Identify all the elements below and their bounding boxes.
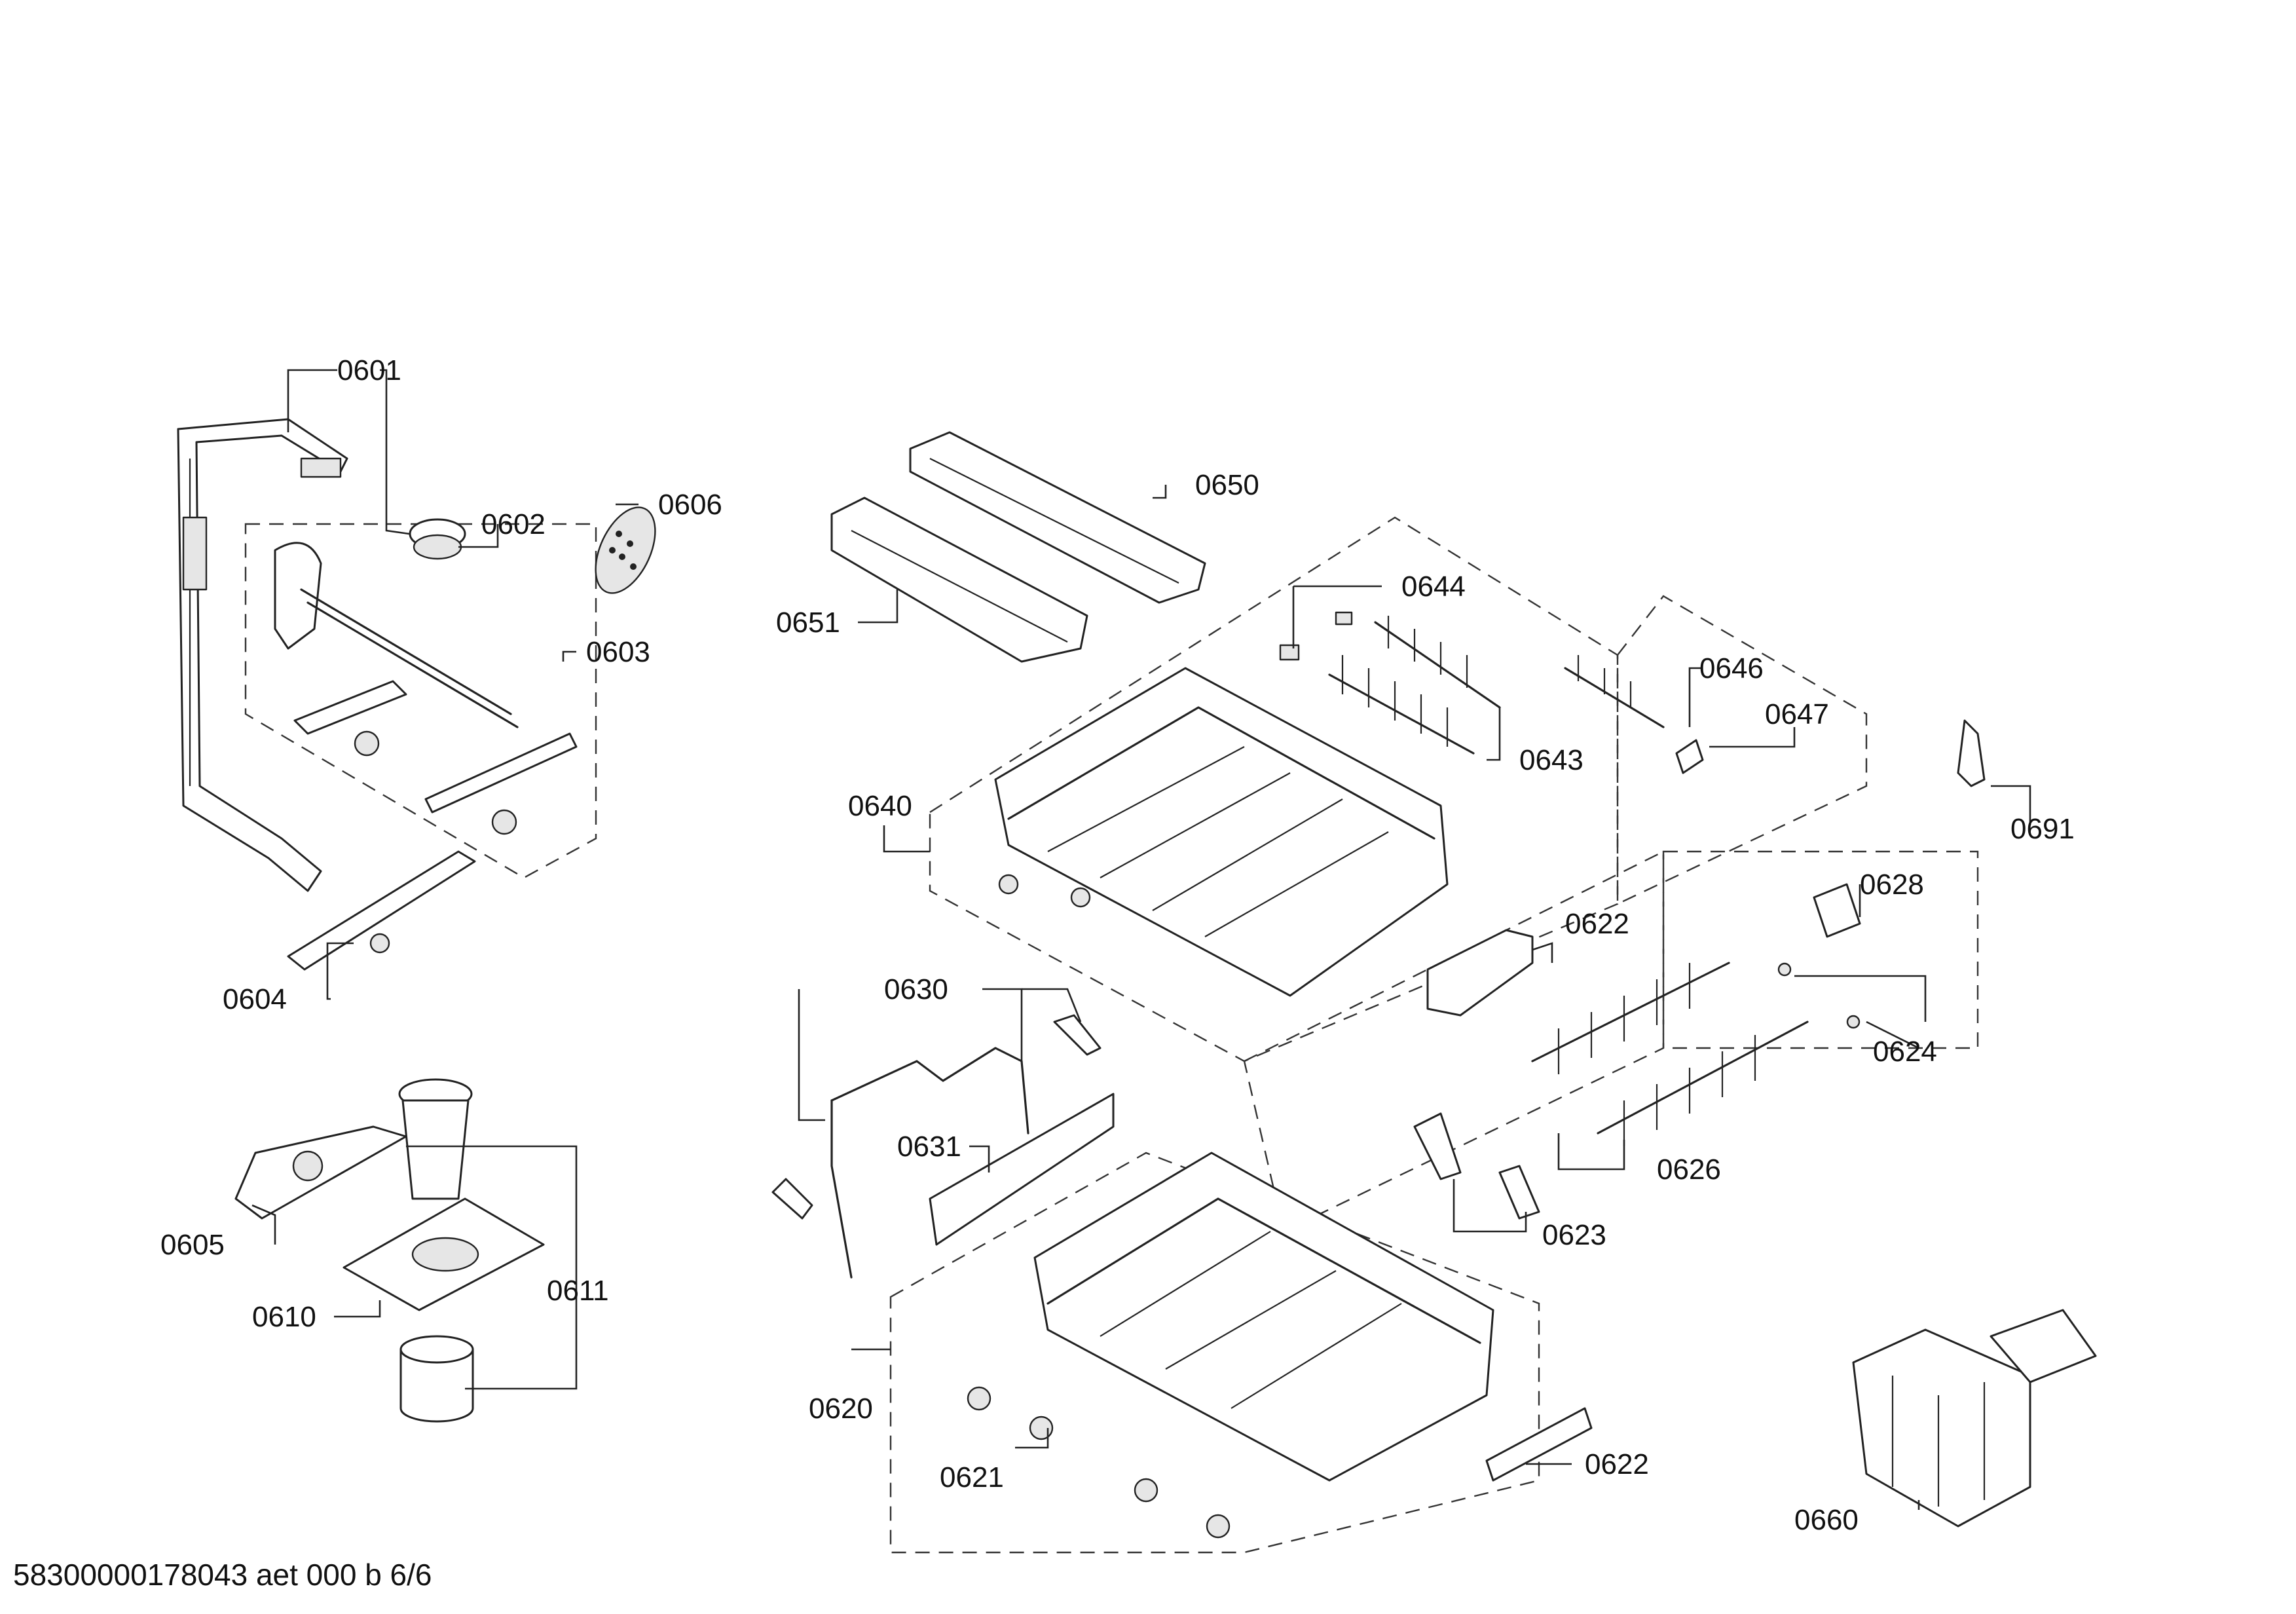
label-0647: 0647 bbox=[1765, 698, 1829, 730]
label-0631: 0631 bbox=[897, 1131, 961, 1163]
side-rails-0630-0631 bbox=[771, 1014, 1115, 1279]
label-0622-upper: 0622 bbox=[1565, 908, 1629, 940]
group-outlines bbox=[244, 516, 1979, 1554]
leader-lines bbox=[251, 369, 2031, 1510]
label-0603: 0603 bbox=[586, 636, 650, 668]
label-0601: 0601 bbox=[337, 354, 401, 386]
label-0604: 0604 bbox=[223, 983, 287, 1015]
wheels-0621 bbox=[967, 1386, 1231, 1539]
cutlery-basket-0660 bbox=[1852, 1309, 2097, 1528]
cutlery-trays-0650-0651 bbox=[830, 431, 1206, 663]
label-0660: 0660 bbox=[1794, 1504, 1859, 1536]
spray-arm-assembly-0603 bbox=[274, 542, 578, 835]
label-0691: 0691 bbox=[2010, 813, 2075, 845]
connector-0602 bbox=[409, 518, 466, 560]
label-0644: 0644 bbox=[1401, 571, 1466, 603]
label-0628: 0628 bbox=[1860, 869, 1924, 901]
filter-disc-0606 bbox=[595, 506, 656, 594]
document-code: 58300000178043 aet 000 b 6/6 bbox=[13, 1558, 432, 1592]
cover-0605 bbox=[234, 1125, 407, 1220]
label-0602: 0602 bbox=[481, 508, 546, 540]
label-0623: 0623 bbox=[1542, 1219, 1606, 1251]
label-0640: 0640 bbox=[848, 790, 912, 822]
filter-cylinder-0611 bbox=[398, 1078, 474, 1423]
label-0650: 0650 bbox=[1195, 469, 1259, 501]
label-0624: 0624 bbox=[1873, 1036, 1937, 1068]
label-0643: 0643 bbox=[1519, 744, 1583, 776]
label-0646: 0646 bbox=[1699, 652, 1764, 685]
bumpers-0622 bbox=[1426, 929, 1593, 1482]
label-0621: 0621 bbox=[940, 1461, 1004, 1493]
part-labels: 0601 0602 0606 0603 0604 0605 0611 0610 … bbox=[160, 354, 2075, 1536]
upper-basket-0640 bbox=[994, 667, 1449, 997]
label-0622-lower: 0622 bbox=[1585, 1448, 1649, 1480]
lower-spray-arm-0604 bbox=[287, 850, 476, 971]
sieve-plate-0610 bbox=[343, 1197, 545, 1311]
label-0630: 0630 bbox=[884, 973, 948, 1005]
upper-racks-0643-0646 bbox=[1279, 611, 1986, 787]
label-0620: 0620 bbox=[809, 1393, 873, 1425]
label-0611: 0611 bbox=[547, 1275, 609, 1307]
label-0610: 0610 bbox=[252, 1301, 316, 1333]
label-0606: 0606 bbox=[658, 489, 722, 521]
lower-racks-0623-0628 bbox=[1413, 883, 1861, 1220]
lower-basket-0620 bbox=[1033, 1152, 1494, 1482]
label-0605: 0605 bbox=[160, 1229, 225, 1261]
label-0651: 0651 bbox=[776, 607, 840, 639]
label-0626: 0626 bbox=[1657, 1154, 1721, 1186]
supply-pipe-0601 bbox=[177, 418, 348, 892]
